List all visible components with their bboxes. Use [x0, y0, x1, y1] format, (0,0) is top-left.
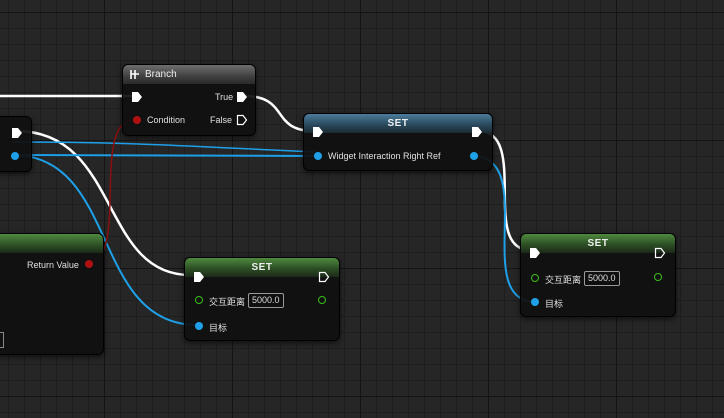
return-node[interactable]: Return Value — [0, 233, 104, 355]
exec-in-pin[interactable] — [529, 247, 541, 259]
exec-in-pin[interactable] — [131, 91, 143, 103]
return-node-header — [0, 234, 103, 253]
target-in-pin[interactable] — [195, 322, 203, 330]
branch-node[interactable]: Branch True Condition False — [122, 64, 256, 136]
set-widget-interaction-node[interactable]: SET Widget Interaction Right Ref — [303, 113, 493, 171]
set-interaction-distance-node-left[interactable]: SET 交互距离 5000.0 目标 — [184, 257, 340, 341]
set-header: SET — [521, 234, 675, 253]
distance-out-pin[interactable] — [318, 296, 326, 304]
widget-ref-in-pin[interactable] — [314, 152, 322, 160]
exec-in-pin[interactable] — [193, 271, 205, 283]
exec-out-pin[interactable] — [471, 126, 483, 138]
exec-out-pin[interactable] — [654, 247, 666, 259]
widget-ref-label: Widget Interaction Right Ref — [328, 151, 441, 161]
true-label: True — [215, 92, 234, 102]
left-partial-node[interactable] — [0, 116, 32, 172]
distance-value-input[interactable]: 5000.0 — [248, 293, 284, 308]
target-label: 目标 — [209, 323, 228, 333]
distance-in-pin[interactable] — [531, 274, 539, 282]
condition-pin[interactable] — [133, 116, 141, 124]
set-interaction-distance-node-right[interactable]: SET 交互距离 5000.0 目标 — [520, 233, 676, 317]
object-wire — [11, 141, 317, 153]
object-out-pin[interactable] — [11, 152, 19, 160]
target-label: 目标 — [545, 299, 564, 309]
distance-label: 交互距离 — [209, 297, 246, 307]
object-wire — [11, 154, 317, 157]
distance-label: 交互距离 — [545, 275, 582, 285]
false-exec-pin[interactable] — [236, 114, 248, 126]
set-header: SET — [185, 258, 339, 277]
true-exec-pin[interactable] — [236, 91, 248, 103]
branch-icon — [130, 70, 139, 79]
set-header: SET — [304, 114, 492, 133]
distance-out-pin[interactable] — [654, 273, 662, 281]
distance-value-input[interactable]: 5000.0 — [584, 271, 620, 286]
widget-ref-out-pin[interactable] — [470, 152, 478, 160]
target-in-pin[interactable] — [531, 298, 539, 306]
exec-in-pin[interactable] — [312, 126, 324, 138]
false-label: False — [210, 115, 233, 125]
exec-out-pin[interactable] — [318, 271, 330, 283]
return-value-pin[interactable] — [85, 260, 93, 268]
branch-title: Branch — [145, 69, 177, 80]
condition-label: Condition — [147, 115, 186, 125]
return-node-input-box[interactable] — [0, 332, 4, 348]
exec-out-pin[interactable] — [11, 127, 23, 139]
distance-in-pin[interactable] — [195, 296, 203, 304]
return-value-label: Return Value — [27, 260, 79, 270]
branch-header: Branch — [123, 65, 255, 84]
